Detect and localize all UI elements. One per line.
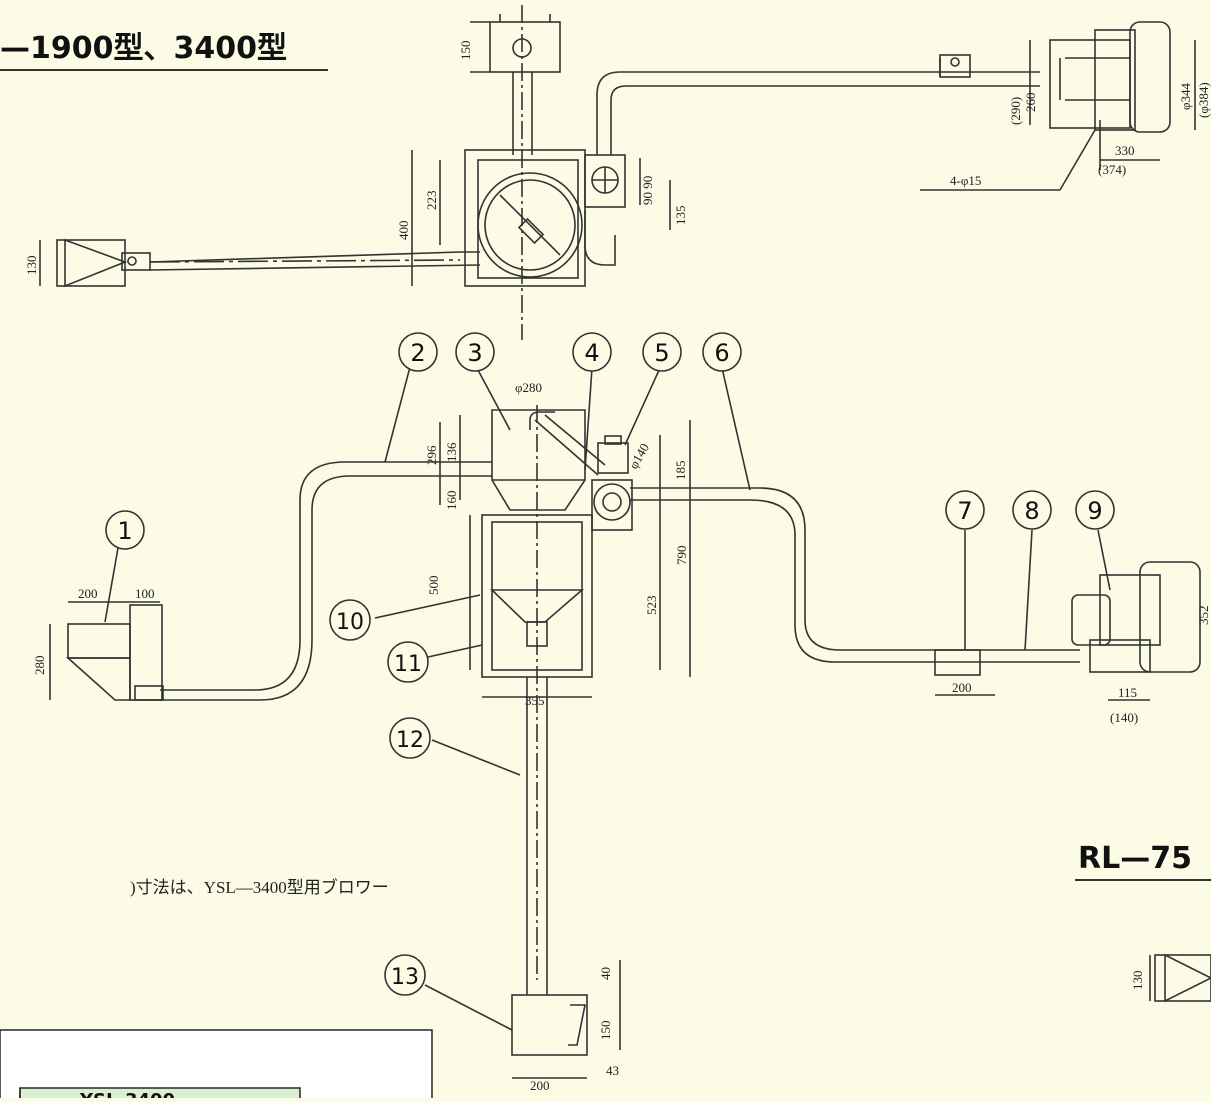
dim-296: 296	[424, 445, 439, 465]
dim-352: 352	[1196, 606, 1211, 626]
dim-330: 330	[1115, 143, 1135, 158]
top-blower-body	[1049, 39, 1131, 129]
dim-260: 260	[1023, 93, 1038, 113]
dim-374: (374)	[1098, 162, 1126, 177]
note-text: )寸法は、YSL—3400型用ブロワー	[130, 877, 389, 897]
receiving-box	[511, 994, 588, 1056]
dim-130-b: 130	[1130, 971, 1145, 991]
dim-223: 223	[424, 191, 439, 211]
dim-160: 160	[444, 491, 459, 511]
dim-384: (φ384)	[1196, 82, 1211, 118]
dim-43: 43	[606, 1063, 619, 1078]
dim-355: 355	[525, 693, 545, 708]
dim-523: 523	[644, 596, 659, 616]
dim-344: φ344	[1178, 82, 1193, 110]
callout-8: 8	[1024, 497, 1039, 525]
callout-12: 12	[396, 728, 424, 753]
callout-1: 1	[117, 517, 132, 545]
dim-holes: 4-φ15	[950, 173, 981, 188]
cyclone-front	[491, 409, 586, 511]
dim-200-a: 200	[78, 586, 98, 601]
callout-2: 2	[410, 339, 425, 367]
title-top: —1900型、3400型	[0, 31, 287, 66]
top-body-frame	[464, 149, 586, 287]
callout-7: 7	[957, 497, 972, 525]
top-cyclone-circle	[477, 172, 583, 278]
callout-10: 10	[336, 610, 364, 635]
callout-13: 13	[391, 965, 419, 990]
callout-5: 5	[654, 339, 669, 367]
dim-280: 280	[32, 656, 47, 676]
dim-790: 790	[674, 546, 689, 566]
dim-500: 500	[426, 576, 441, 596]
dim-200-c: 200	[530, 1078, 550, 1093]
callout-9: 9	[1087, 497, 1102, 525]
dim-136: 136	[444, 442, 459, 462]
dim-290: (290)	[1008, 97, 1023, 125]
dim-280-top: φ280	[515, 380, 542, 395]
table-model: YSL-3400	[79, 1090, 175, 1098]
callout-11: 11	[394, 652, 422, 677]
callout-4: 4	[584, 339, 599, 367]
dim-150-b: 150	[598, 1021, 613, 1041]
top-damper-unit	[489, 21, 561, 73]
dim-185: 185	[673, 461, 688, 481]
callout-6: 6	[714, 339, 729, 367]
dim-115: 115	[1118, 685, 1137, 700]
dim-90-90: 90 90	[640, 176, 655, 205]
dim-200-b: 200	[952, 680, 972, 695]
dim-100: 100	[135, 586, 155, 601]
title-right: RL—75	[1078, 841, 1192, 876]
dim-130: 130	[24, 256, 39, 276]
dim-140: φ140	[626, 441, 652, 472]
dim-400: 400	[396, 221, 411, 241]
dim-150: 150	[458, 41, 473, 61]
dim-140-b: (140)	[1110, 710, 1138, 725]
callout-1-circle	[105, 510, 145, 550]
dim-40: 40	[598, 967, 613, 980]
dim-135: 135	[673, 206, 688, 226]
callout-3: 3	[467, 339, 482, 367]
